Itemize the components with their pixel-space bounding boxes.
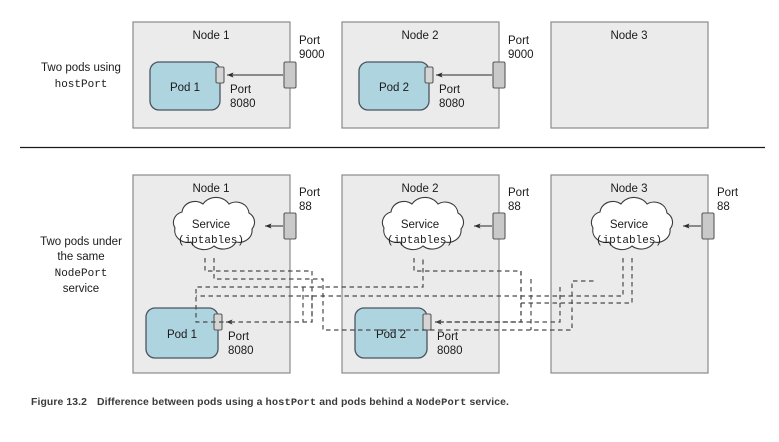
route-node1-service-to-pod1 <box>204 258 313 325</box>
row-hostport: Two pods using hostPort Node 1 Pod 1 Por… <box>41 21 709 129</box>
row-label-line-2: NodePort <box>55 268 108 280</box>
row-label-line-0: Two pods using <box>41 62 121 74</box>
node-title: Node 3 <box>610 183 647 195</box>
pod-port-label-line-0: Port <box>230 84 252 96</box>
service-impl-label: (iptables) <box>387 235 453 247</box>
pod-port-label-line-1: 8080 <box>439 98 465 110</box>
bottom-node-1: Node 1 Service (iptables) Port 88 Pod 1 … <box>132 174 321 374</box>
row-label-line-0: Two pods under <box>40 236 122 248</box>
figure-caption: Figure 13.2 Difference between pods using… <box>31 397 509 409</box>
node-title: Node 3 <box>610 30 647 42</box>
bottom-node-2: Node 2 Service (iptables) Port 88 Pod 2 … <box>341 174 530 374</box>
pod-port-label-line-1: 8080 <box>228 345 254 357</box>
pod-port-label-line-0: Port <box>439 84 461 96</box>
caption-part-3: service. <box>466 397 510 408</box>
node-port-label-line-0: Port <box>299 35 321 47</box>
pod-box <box>354 307 428 359</box>
row-nodeport: Two pods under the same NodePort service… <box>40 174 739 374</box>
pod-box <box>149 61 221 111</box>
node-title: Node 2 <box>401 183 438 195</box>
pod-port-label-line-0: Port <box>228 331 250 343</box>
node-port-label-line-0: Port <box>717 187 739 199</box>
pod-port-chip <box>424 66 434 84</box>
row-label-line-1: hostPort <box>55 79 108 91</box>
node-port-label-line-0: Port <box>508 187 530 199</box>
pod-title: Pod 1 <box>170 82 200 94</box>
service-label: Service <box>192 219 230 231</box>
row-label-line-3: service <box>63 283 99 295</box>
node-port-label-line-1: 9000 <box>508 49 534 61</box>
caption-mono-nodeport: NodePort <box>415 397 467 409</box>
pod-port-chip <box>215 66 225 84</box>
route-node3-service-to-pod1 <box>196 258 624 297</box>
node-port-label-line-0: Port <box>299 187 321 199</box>
service-cloud: Service (iptables) <box>381 196 465 251</box>
node-port-chip <box>492 212 506 240</box>
pod-title: Pod 1 <box>167 329 197 341</box>
top-node-2: Node 2 Pod 2 Port 8080 Port 9000 <box>341 21 534 129</box>
service-impl-label: (iptables) <box>178 235 244 247</box>
pod-port-label-line-1: 8080 <box>230 98 256 110</box>
node-title: Node 1 <box>192 30 229 42</box>
node-port-chip <box>283 212 297 240</box>
node-title: Node 2 <box>401 30 438 42</box>
row-label-nodeport: Two pods under the same NodePort service <box>40 236 122 295</box>
pod-box <box>145 307 219 359</box>
service-routing-mesh <box>195 258 633 331</box>
route-node2-service-to-pod1-seg <box>195 258 424 323</box>
pod-box <box>358 61 430 111</box>
figure-number: Figure 13.2 <box>31 397 88 408</box>
row-label-line-1: the same <box>57 251 104 263</box>
node-port-chip <box>701 212 715 240</box>
pod-port-label-line-1: 8080 <box>437 345 463 357</box>
caption-part-2: and pods behind a <box>316 397 416 408</box>
node-title: Node 1 <box>192 183 229 195</box>
route-riser-c <box>435 287 561 323</box>
service-label: Service <box>401 219 439 231</box>
caption-part-1: Difference between pods using a <box>97 397 266 408</box>
service-label: Service <box>610 219 648 231</box>
node-port-label-line-1: 9000 <box>299 49 325 61</box>
top-node-1: Node 1 Pod 1 Port 8080 Port 9000 <box>132 21 325 129</box>
top-node-3: Node 3 <box>550 21 709 129</box>
node-port-label-line-1: 88 <box>299 201 312 213</box>
service-impl-label: (iptables) <box>596 235 662 247</box>
row-label-hostport: Two pods using hostPort <box>41 62 121 91</box>
node-box <box>550 21 709 129</box>
service-cloud: Service (iptables) <box>172 196 256 251</box>
node-port-label-line-1: 88 <box>508 201 521 213</box>
node-port-label-line-1: 88 <box>717 201 730 213</box>
bottom-node-3: Node 3 Service (iptables) Port 88 <box>550 174 739 374</box>
pod-port-chip <box>422 313 432 331</box>
node-port-chip <box>492 61 506 89</box>
service-cloud: Service (iptables) <box>590 196 674 251</box>
node-port-label-line-0: Port <box>508 35 530 47</box>
caption-mono-hostport: hostPort <box>265 397 317 409</box>
pod-port-label-line-0: Port <box>437 331 459 343</box>
pod-title: Pod 2 <box>379 82 409 94</box>
pod-title: Pod 2 <box>376 329 406 341</box>
node-port-chip <box>283 61 297 89</box>
